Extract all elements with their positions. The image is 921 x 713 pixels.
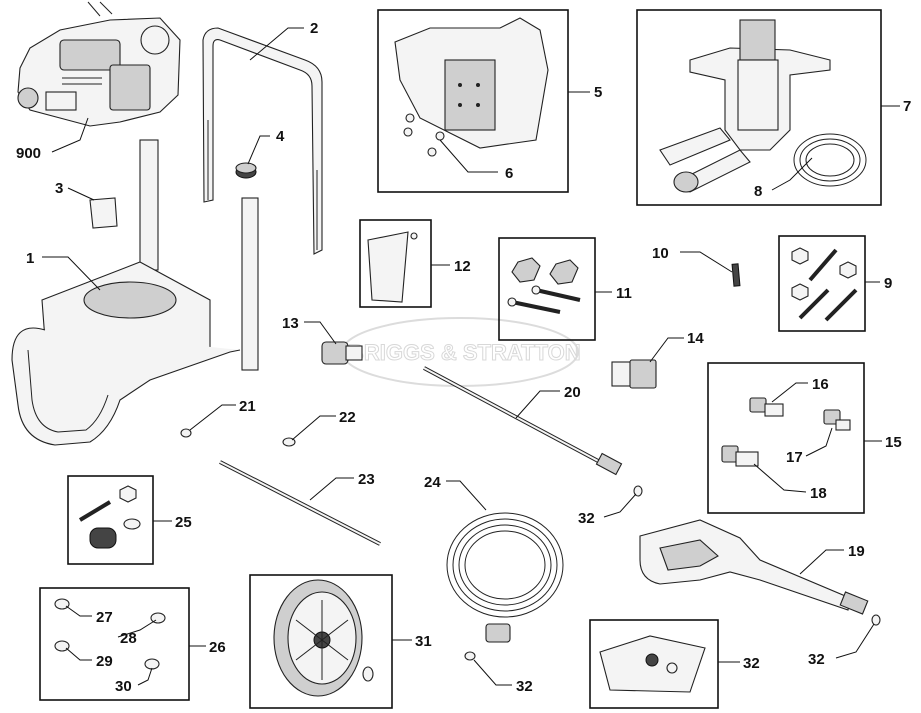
label-5: 5 [594, 84, 602, 101]
label-900: 900 [16, 145, 41, 162]
label-24: 24 [424, 474, 441, 491]
decal-illustration [89, 197, 118, 229]
washer-32c-illustration [464, 651, 476, 661]
panel-illustration [367, 231, 418, 303]
washer-32a-illustration [633, 485, 643, 497]
box-15 [707, 362, 865, 514]
spray-gun-illustration [639, 519, 869, 615]
box-9 [778, 235, 866, 332]
hardware-kit-25-illustration [78, 485, 141, 549]
label-10: 10 [652, 245, 669, 262]
watermark-text: BRIGGS & STRATTON [348, 340, 581, 365]
plug-illustration [235, 162, 257, 179]
box-12 [359, 219, 432, 308]
coupler-illustration [611, 359, 657, 389]
label-6: 6 [505, 165, 513, 182]
label-11: 11 [616, 285, 632, 302]
box-31 [249, 574, 393, 709]
label-9: 9 [884, 275, 892, 292]
label-32-gasket-kit: 32 [743, 655, 760, 672]
rod-illustration [219, 460, 381, 546]
wand-illustration [423, 366, 623, 476]
label-18: 18 [810, 485, 827, 502]
label-30: 30 [115, 678, 132, 695]
engine-illustration [17, 1, 181, 127]
label-2: 2 [310, 20, 318, 37]
box-5 [377, 9, 569, 193]
bolt-nut-illustration [791, 247, 858, 322]
box-7 [636, 9, 882, 206]
label-22: 22 [339, 409, 356, 426]
box-26 [39, 587, 190, 701]
label-12: 12 [454, 258, 471, 275]
wheel-illustration [273, 579, 374, 697]
label-28: 28 [120, 630, 137, 647]
hose-illustration [446, 512, 564, 643]
watermark: BRIGGS & STRATTON [341, 317, 581, 387]
label-1: 1 [26, 250, 34, 267]
label-26: 26 [209, 639, 226, 656]
label-17: 17 [786, 449, 803, 466]
label-7: 7 [903, 98, 911, 115]
leader-lines [42, 27, 900, 686]
label-31: 31 [415, 633, 432, 650]
frame-illustration [11, 139, 259, 446]
part-numbers: 900 1 2 3 4 5 6 7 8 9 10 11 12 13 14 15 … [16, 20, 911, 695]
washer-21-illustration [180, 428, 192, 438]
label-3: 3 [55, 180, 63, 197]
label-13: 13 [282, 315, 299, 332]
box-11 [498, 237, 596, 341]
label-14: 14 [687, 330, 704, 347]
label-21: 21 [239, 398, 256, 415]
handle-illustration [202, 27, 323, 255]
label-15: 15 [885, 434, 902, 451]
pump-illustration [659, 19, 867, 193]
box-32-gasket-kit [589, 619, 719, 709]
label-32-hose: 32 [516, 678, 533, 695]
label-8: 8 [754, 183, 762, 200]
key-illustration [731, 263, 741, 287]
label-32-wand: 32 [578, 510, 595, 527]
label-27: 27 [96, 609, 113, 626]
label-20: 20 [564, 384, 581, 401]
label-19: 19 [848, 543, 865, 560]
label-25: 25 [175, 514, 192, 531]
label-16: 16 [812, 376, 829, 393]
gasket-kit-illustration [599, 635, 706, 693]
box-25 [67, 475, 154, 565]
washer-32d-illustration [871, 614, 881, 626]
screw-set-illustration [54, 598, 166, 670]
knob-bolt-illustration [507, 257, 581, 314]
label-4: 4 [276, 128, 285, 145]
nozzle-set-illustration [721, 397, 851, 467]
label-32-gun: 32 [808, 651, 825, 668]
label-29: 29 [96, 653, 113, 670]
quick-connect-illustration [321, 341, 363, 365]
label-23: 23 [358, 471, 375, 488]
bracket-illustration [394, 17, 549, 157]
